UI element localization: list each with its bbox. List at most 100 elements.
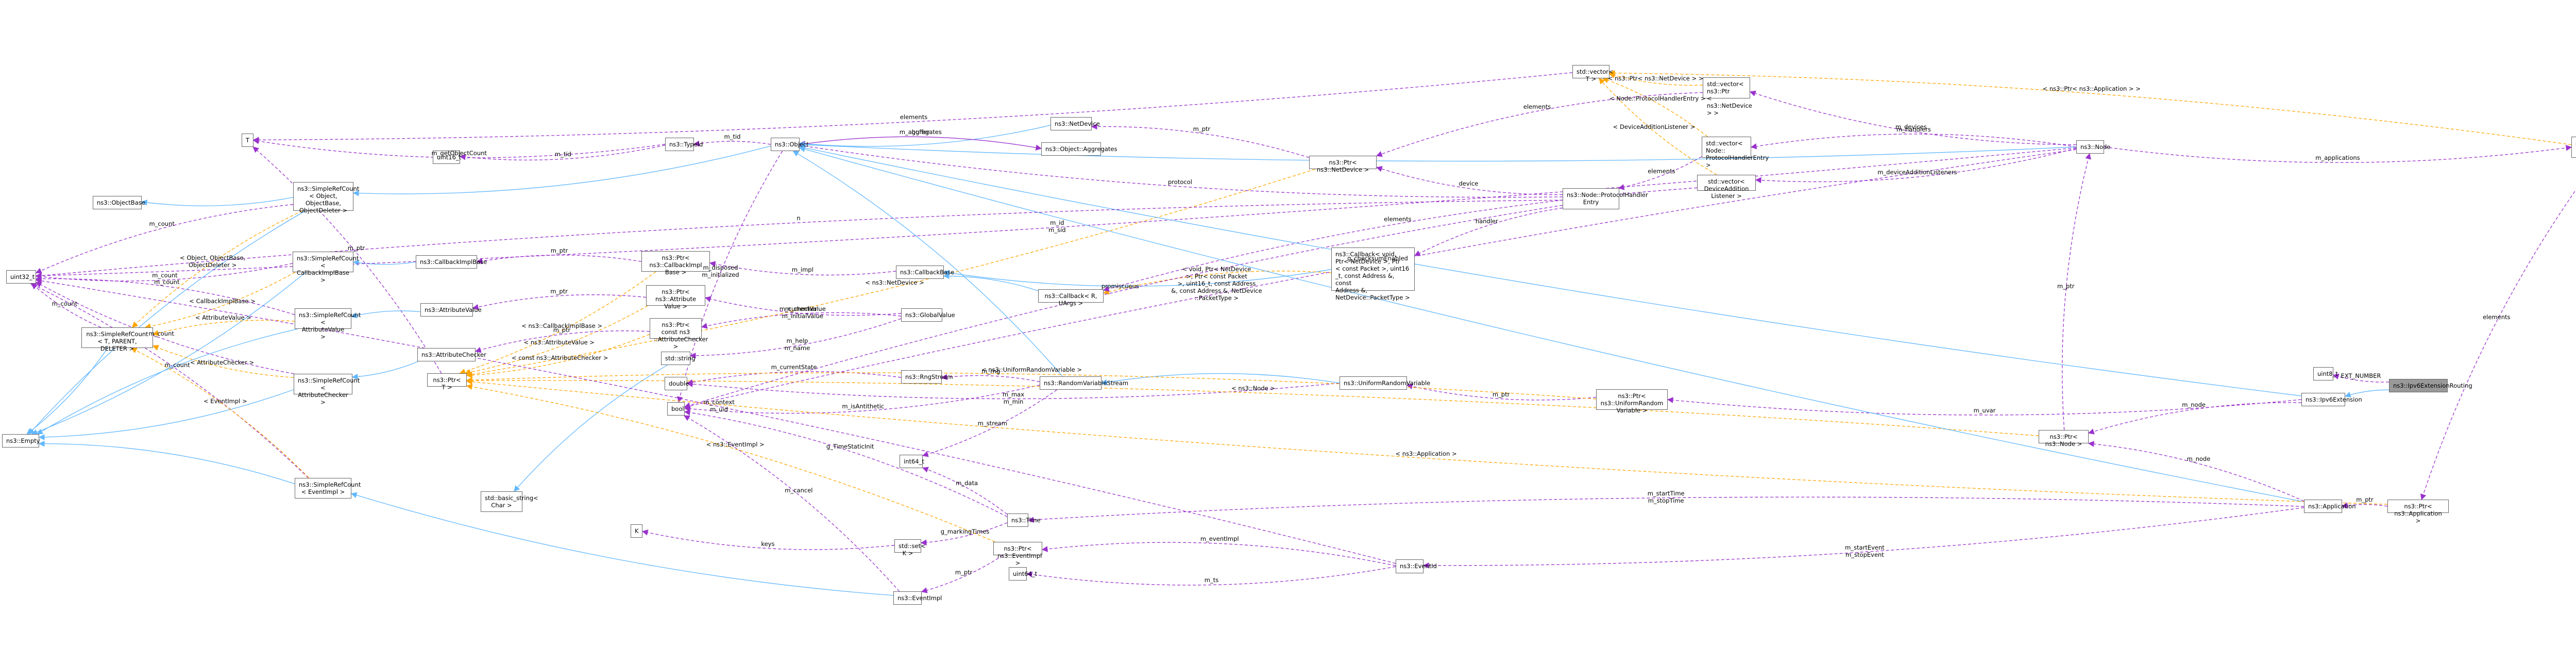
node-empty[interactable]: ns3::Empty bbox=[2, 434, 40, 448]
edge-template bbox=[131, 210, 302, 328]
node-simplerefcount-attributevalue[interactable]: ns3::SimpleRefCount < AttributeValue > bbox=[295, 308, 361, 340]
node-label: double bbox=[669, 380, 689, 387]
node-double[interactable]: double bbox=[665, 377, 689, 390]
edge-usage bbox=[1414, 207, 1563, 256]
node-vector-deviceadditionlistener[interactable]: std::vector< DeviceAddition Listener > bbox=[1697, 175, 1756, 200]
edge-usage bbox=[476, 255, 642, 264]
node-simplerefcount-eventimpl[interactable]: ns3::SimpleRefCount < EventImpl > bbox=[295, 478, 361, 499]
node-attributechecker[interactable]: ns3::AttributeChecker bbox=[417, 348, 486, 361]
node-uint16-t[interactable]: uint16_t bbox=[433, 151, 461, 164]
node-object-base[interactable]: ns3::ObjectBase bbox=[93, 196, 145, 209]
edge-usage bbox=[684, 205, 1563, 408]
edge-usage bbox=[31, 283, 101, 328]
edge-label: m_count bbox=[52, 300, 78, 307]
node-rngstream[interactable]: ns3::RngStream bbox=[901, 370, 953, 384]
node-uint8-t[interactable]: uint8_t bbox=[2313, 367, 2338, 380]
edge-usage bbox=[941, 374, 1040, 383]
node-label: uint64_t bbox=[1013, 570, 1038, 577]
edge-inheritance bbox=[799, 145, 2302, 396]
edge-label: g_checksumEnabled bbox=[1347, 255, 1408, 262]
node-std-set[interactable]: std::set< K > bbox=[894, 539, 926, 557]
node-int64-t[interactable]: int64_t bbox=[900, 455, 924, 468]
edge-inheritance bbox=[943, 269, 1332, 287]
node-label: ns3::SimpleRefCount < CallbackImplBase > bbox=[297, 255, 359, 284]
edge-usage bbox=[1026, 566, 1396, 586]
edge-label: m_tid bbox=[724, 133, 741, 141]
node-globalvalue[interactable]: ns3::GlobalValue bbox=[901, 308, 955, 322]
node-simplerefcount-template[interactable]: ns3::SimpleRefCount < T, PARENT, DELETER… bbox=[81, 327, 153, 352]
node-uint32-t[interactable]: uint32_t bbox=[6, 270, 36, 284]
edge-label: m_ptr bbox=[553, 326, 571, 334]
node-ptr-eventimpl[interactable]: ns3::Ptr< ns3::EventImpl > bbox=[993, 542, 1042, 567]
node-std-vector-t[interactable]: std::vector< T > bbox=[1572, 65, 1614, 82]
node-label: ns3::Ptr< ns3::NetDevice > bbox=[1316, 159, 1369, 173]
node-uint64-t[interactable]: uint64_t bbox=[1009, 567, 1037, 581]
node-simplerefcount-callbackimpl[interactable]: ns3::SimpleRefCount < CallbackImplBase > bbox=[293, 252, 359, 284]
edge-label: m_startEvent m_stopEvent bbox=[1845, 543, 1885, 558]
edge-usage bbox=[693, 140, 771, 147]
node-object-aggregates[interactable]: ns3::Object::Aggregates bbox=[1041, 142, 1117, 156]
node-uniformrandomvariable[interactable]: ns3::UniformRandomVariable bbox=[1340, 376, 1430, 390]
node-ipv6extension[interactable]: ns3::Ipv6Extension bbox=[2301, 393, 2362, 406]
edge-label: m_ptr bbox=[1492, 390, 1510, 398]
edge-usage bbox=[1406, 383, 1597, 401]
node-label: ns3::Node::ProtocolHandler Entry bbox=[1567, 191, 1648, 206]
node-label: ns3::Object::Aggregates bbox=[1045, 145, 1117, 153]
edge-inheritance bbox=[37, 328, 298, 435]
node-vector-ptr-netdevice[interactable]: std::vector< ns3::Ptr < ns3::NetDevice >… bbox=[1703, 77, 1752, 117]
node-callbackbase[interactable]: ns3::CallbackBase bbox=[896, 266, 954, 279]
node-application[interactable]: ns3::Application bbox=[2304, 500, 2356, 513]
node-vector-ptr-application[interactable]: std::vector< ns3::Ptr < ns3::Application… bbox=[2571, 137, 2576, 169]
node-ptr-attributechecker[interactable]: ns3::Ptr< const ns3 ::AttributeChecker > bbox=[650, 318, 708, 350]
node-callback-void-netdevice[interactable]: ns3::Callback< void, Ptr< NetDevice >, P… bbox=[1331, 247, 1415, 301]
node-label: ns3::AttributeChecker bbox=[421, 351, 486, 358]
node-attributevalue[interactable]: ns3::AttributeValue bbox=[420, 303, 482, 317]
node-ptr-application[interactable]: ns3::Ptr< ns3::Application > bbox=[2387, 500, 2449, 524]
node-label: K bbox=[635, 527, 639, 535]
node-std-string[interactable]: std::string bbox=[661, 352, 696, 365]
edge-label: elements bbox=[2483, 313, 2511, 321]
edge-template bbox=[466, 378, 2388, 505]
node-label: ns3::Application bbox=[2308, 503, 2356, 510]
node-callback-r-uargs[interactable]: ns3::Callback< R, UArgs > bbox=[1038, 289, 1104, 307]
node-callbackimplbase[interactable]: ns3::CallbackImplBase bbox=[416, 255, 487, 269]
edge-usage bbox=[799, 136, 1042, 151]
node-ptr-netdevice[interactable]: ns3::Ptr< ns3::NetDevice > bbox=[1309, 156, 1377, 173]
node-node[interactable]: ns3::Node bbox=[2076, 140, 2110, 154]
node-typeid[interactable]: ns3::TypeId bbox=[665, 138, 703, 151]
node-label: ns3::Object bbox=[775, 141, 809, 148]
edge-usage bbox=[684, 409, 1008, 517]
node-eventimpl[interactable]: ns3::EventImpl bbox=[893, 591, 942, 605]
node-ptr-uniformrandomvariable[interactable]: ns3::Ptr< ns3::UniformRandom Variable > bbox=[1596, 389, 1668, 414]
node-ptr-attributevalue[interactable]: ns3::Ptr< ns3::Attribute Value > bbox=[646, 285, 705, 310]
node-vector-protocolhandlerentry[interactable]: std::vector< Node:: ProtocolHandlerEntry… bbox=[1702, 137, 1769, 169]
node-eventid[interactable]: ns3::EventId bbox=[1396, 559, 1437, 573]
node-protocolhandlerentry[interactable]: ns3::Node::ProtocolHandler Entry bbox=[1563, 188, 1648, 209]
node-ipv6extensionrouting-focus[interactable]: ns3::Ipv6ExtensionRouting bbox=[2389, 379, 2472, 392]
node-randomvariablestream[interactable]: ns3::RandomVariableStream bbox=[1040, 376, 1128, 390]
node-ptr-callbackimplbase[interactable]: ns3::Ptr< ns3::CallbackImpl Base > bbox=[641, 251, 710, 276]
node-t[interactable]: T bbox=[242, 134, 253, 147]
node-ptr-node[interactable]: ns3::Ptr< ns3::Node > bbox=[2039, 430, 2089, 448]
node-label: ns3::SimpleRefCount < T, PARENT, DELETER… bbox=[86, 330, 148, 352]
edge-template bbox=[466, 169, 1316, 377]
edge-label: < ns3::NetDevice > bbox=[865, 278, 924, 286]
node-ptr-t[interactable]: ns3::Ptr< T > bbox=[427, 373, 467, 391]
node-simplerefcount-attributechecker[interactable]: ns3::SimpleRefCount < AttributeChecker > bbox=[294, 374, 360, 406]
node-object[interactable]: ns3::Object bbox=[771, 138, 809, 151]
edge-label: device bbox=[1459, 180, 1479, 188]
edge-label: m_count bbox=[149, 220, 175, 227]
node-k[interactable]: K bbox=[631, 524, 642, 538]
edge-label: < ns3::CallbackImplBase > bbox=[521, 322, 603, 329]
edge-usage bbox=[1422, 507, 2304, 569]
node-label: ns3::EventId bbox=[1400, 562, 1437, 570]
node-label: uint8_t bbox=[2317, 370, 2338, 377]
node-label: ns3::Node bbox=[2080, 143, 2111, 151]
node-simplerefcount-object[interactable]: ns3::SimpleRefCount < Object, ObjectBase… bbox=[293, 182, 359, 214]
node-netdevice[interactable]: ns3::NetDevice bbox=[1050, 117, 1100, 130]
node-time[interactable]: ns3::Time bbox=[1007, 514, 1041, 527]
node-basic-string[interactable]: std::basic_string< Char > bbox=[481, 491, 538, 512]
node-label: std::vector< DeviceAddition Listener > bbox=[1704, 178, 1749, 200]
node-bool[interactable]: bool bbox=[667, 402, 685, 416]
